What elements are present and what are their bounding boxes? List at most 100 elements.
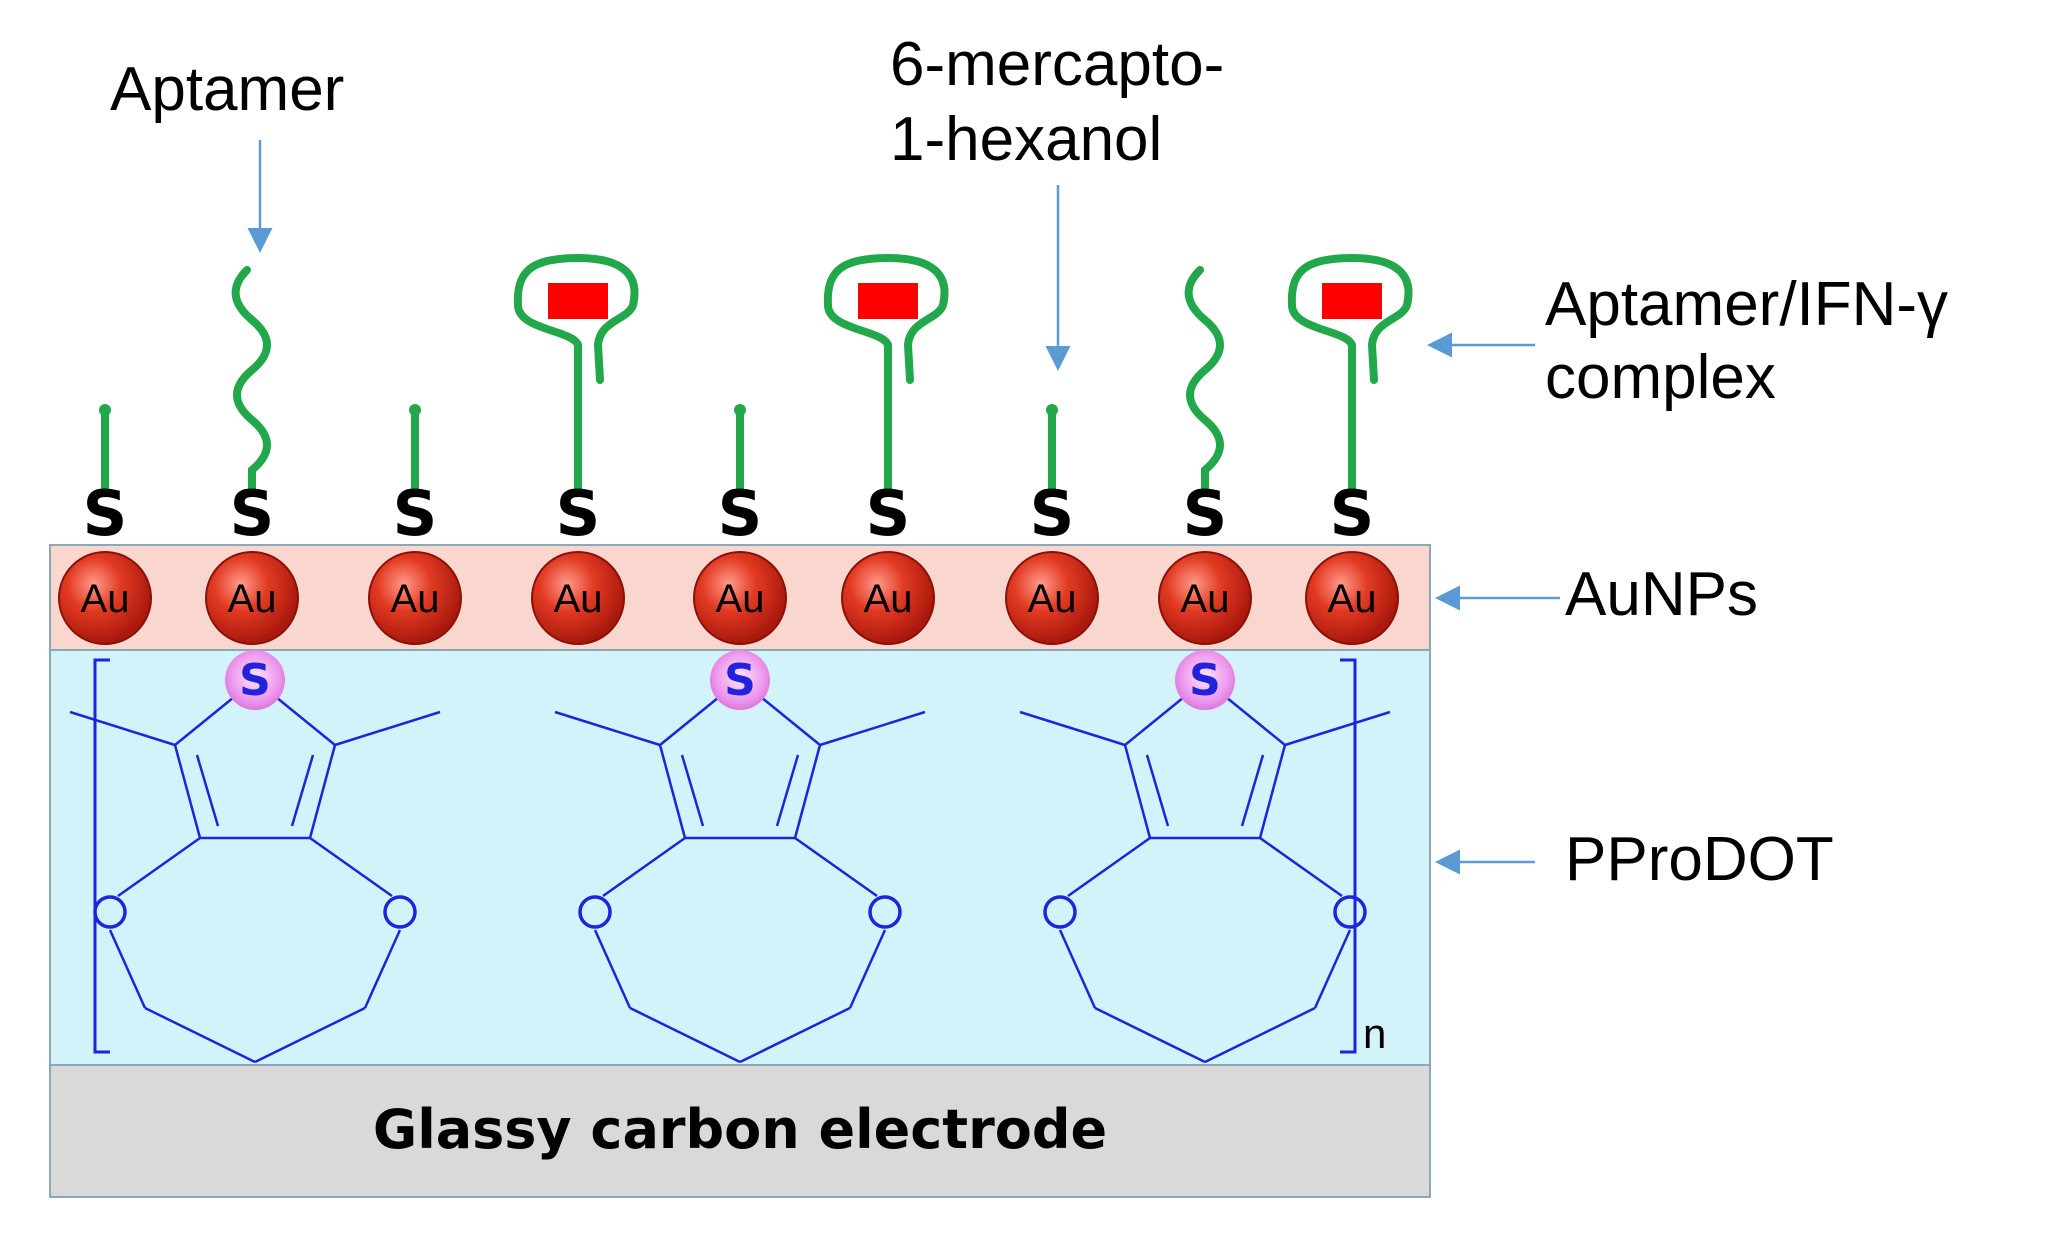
double-bond	[680, 754, 705, 827]
oxygen-atom	[578, 895, 612, 929]
ring-sulfur: S	[1189, 655, 1221, 706]
ifn-gamma-protein	[548, 283, 608, 319]
gold-nanoparticle	[1305, 551, 1399, 645]
bond	[1123, 744, 1152, 839]
electrode-layer	[49, 1064, 1431, 1198]
ring-sulfur: S	[239, 655, 271, 706]
aptamer-label: Aptamer	[110, 55, 344, 124]
mch-hydroxyl	[1046, 404, 1058, 416]
gold-symbol: Au	[1328, 577, 1377, 621]
gold-symbol: Au	[1028, 577, 1077, 621]
mch-label-line1: 6-mercapto-	[890, 30, 1224, 99]
gold-nanoparticle	[693, 551, 787, 645]
oxygen-atom	[1043, 895, 1077, 929]
mch-hydroxyl	[409, 404, 421, 416]
double-bond	[775, 754, 800, 827]
aptamer-strand	[231, 266, 271, 494]
backbone-link	[334, 710, 441, 747]
thiol-sulfur: S	[866, 477, 911, 550]
oxygen-atom	[1333, 895, 1367, 929]
thiol-sulfur: S	[1183, 477, 1228, 550]
gold-nanoparticle	[1158, 551, 1252, 645]
ring-sulfur-glow	[225, 650, 285, 710]
double-bond	[1240, 754, 1265, 827]
backbone-link	[819, 710, 926, 747]
gold-symbol: Au	[864, 577, 913, 621]
aunps-label: AuNPs	[1565, 560, 1758, 629]
gold-nanoparticle	[531, 551, 625, 645]
bond	[658, 744, 687, 839]
bond	[173, 744, 202, 839]
thiol-sulfur: S	[556, 477, 601, 550]
surface-site-aptamer: S Au	[1158, 266, 1252, 645]
bond	[108, 929, 147, 1009]
thiol-sulfur: S	[393, 477, 438, 550]
surface-site-complex: S Au	[1287, 253, 1413, 645]
surface-site-complex: S Au	[823, 253, 949, 645]
thiol-sulfur: S	[718, 477, 763, 550]
bond	[144, 1006, 256, 1064]
gold-symbol: Au	[391, 577, 440, 621]
bond	[308, 744, 337, 839]
bond	[848, 929, 887, 1009]
backbone-link	[1284, 710, 1391, 747]
surface-site-mch: S Au	[693, 404, 787, 645]
thiol-sulfur: S	[1330, 477, 1375, 550]
thiol-sulfur: S	[83, 477, 128, 550]
gold-symbol: Au	[228, 577, 277, 621]
bond	[602, 836, 686, 898]
backbone-link	[69, 710, 176, 747]
complex-label-line2: complex	[1545, 343, 1776, 412]
bond	[1204, 1006, 1316, 1064]
bond	[794, 836, 878, 898]
mch-hydroxyl	[734, 404, 746, 416]
gold-nanoparticle	[1005, 551, 1099, 645]
bond	[1094, 1006, 1206, 1064]
prodot-unit: S	[1019, 650, 1391, 1064]
backbone-link	[554, 710, 661, 747]
bond	[1058, 929, 1097, 1009]
gold-symbol: Au	[1181, 577, 1230, 621]
bond	[629, 1006, 741, 1064]
oxygen-atom	[383, 895, 417, 929]
surface-site-complex: S Au	[513, 253, 639, 645]
repeat-bracket-right	[1340, 658, 1357, 1054]
mch-label-line2: 1-hexanol	[890, 105, 1162, 174]
gold-nanoparticle	[368, 551, 462, 645]
prodot-unit: S	[554, 650, 926, 1064]
bond	[739, 1006, 851, 1064]
surface-site-aptamer: S Au	[205, 266, 299, 645]
surface-site-mch: S Au	[58, 404, 152, 645]
bond	[363, 929, 402, 1009]
thiol-sulfur: S	[230, 477, 275, 550]
thiol-sulfur: S	[1030, 477, 1075, 550]
gold-nanoparticle	[58, 551, 152, 645]
surface-site-mch: S Au	[368, 404, 462, 645]
bond	[1258, 744, 1287, 839]
bond	[793, 744, 822, 839]
prodot-unit: S	[69, 650, 441, 1064]
ifn-gamma-protein	[1322, 283, 1382, 319]
pprodot-label: PProDOT	[1565, 825, 1834, 894]
bond	[1067, 836, 1151, 898]
oxygen-atom	[868, 895, 902, 929]
aptamer-strand	[1184, 266, 1224, 494]
gold-symbol: Au	[554, 577, 603, 621]
repeat-n: n	[1363, 1010, 1386, 1057]
backbone-link	[1019, 710, 1126, 747]
pprodot-layer	[49, 649, 1431, 1066]
bond	[593, 929, 632, 1009]
aptamer-loop	[1287, 253, 1413, 384]
double-bond	[290, 754, 315, 827]
bond	[254, 1006, 366, 1064]
surface-functionalization: S Au S Au S Au S Au S Au S Au S Au S Au S Au	[58, 253, 1413, 645]
gold-symbol: Au	[716, 577, 765, 621]
bond	[1259, 836, 1343, 898]
ring-sulfur-glow	[710, 650, 770, 710]
gold-symbol: Au	[81, 577, 130, 621]
ifn-gamma-protein	[858, 283, 918, 319]
double-bond	[1145, 754, 1170, 827]
complex-label-line1: Aptamer/IFN-γ	[1545, 270, 1948, 339]
electrode-label: Glassy carbon electrode	[373, 1098, 1107, 1161]
